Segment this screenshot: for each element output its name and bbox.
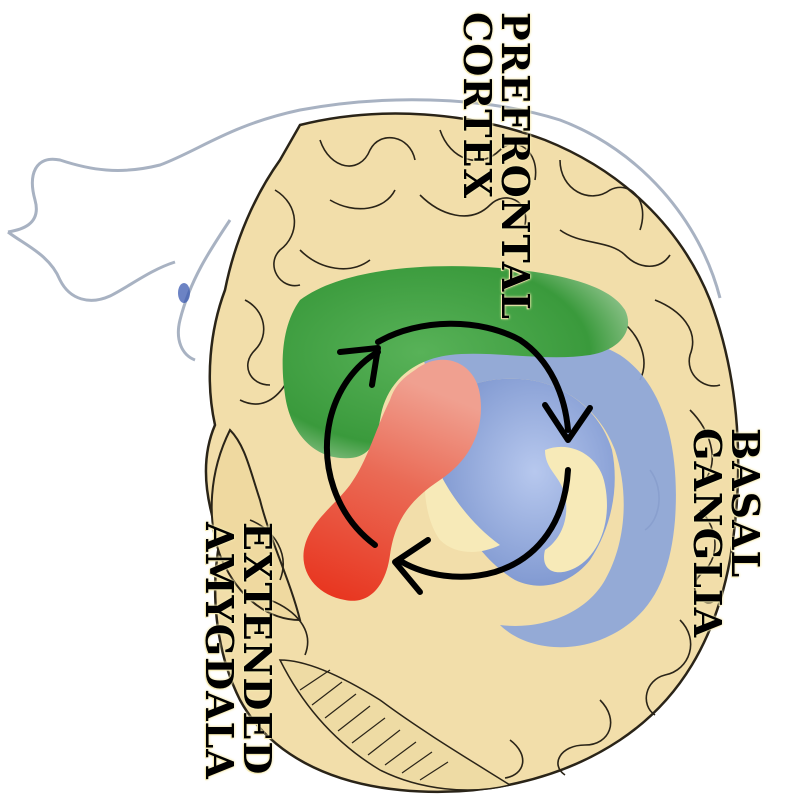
prefrontal-label-line-1: PREFRONTAL <box>496 12 534 342</box>
eye-mark <box>178 283 190 303</box>
prefrontal-label-line-2: CORTEX <box>458 12 496 342</box>
amygdala-label-line-1: EXTENDED <box>238 522 276 797</box>
prefrontal-cortex-label: PREFRONTAL CORTEX <box>458 12 534 342</box>
basal-label-line-1: BASAL <box>726 428 764 628</box>
extended-amygdala-label: EXTENDED AMYGDALA <box>200 522 276 797</box>
basal-ganglia-label: BASAL GANGLIA <box>688 428 764 628</box>
basal-label-line-2: GANGLIA <box>688 428 726 628</box>
amygdala-label-line-2: AMYGDALA <box>200 522 238 797</box>
